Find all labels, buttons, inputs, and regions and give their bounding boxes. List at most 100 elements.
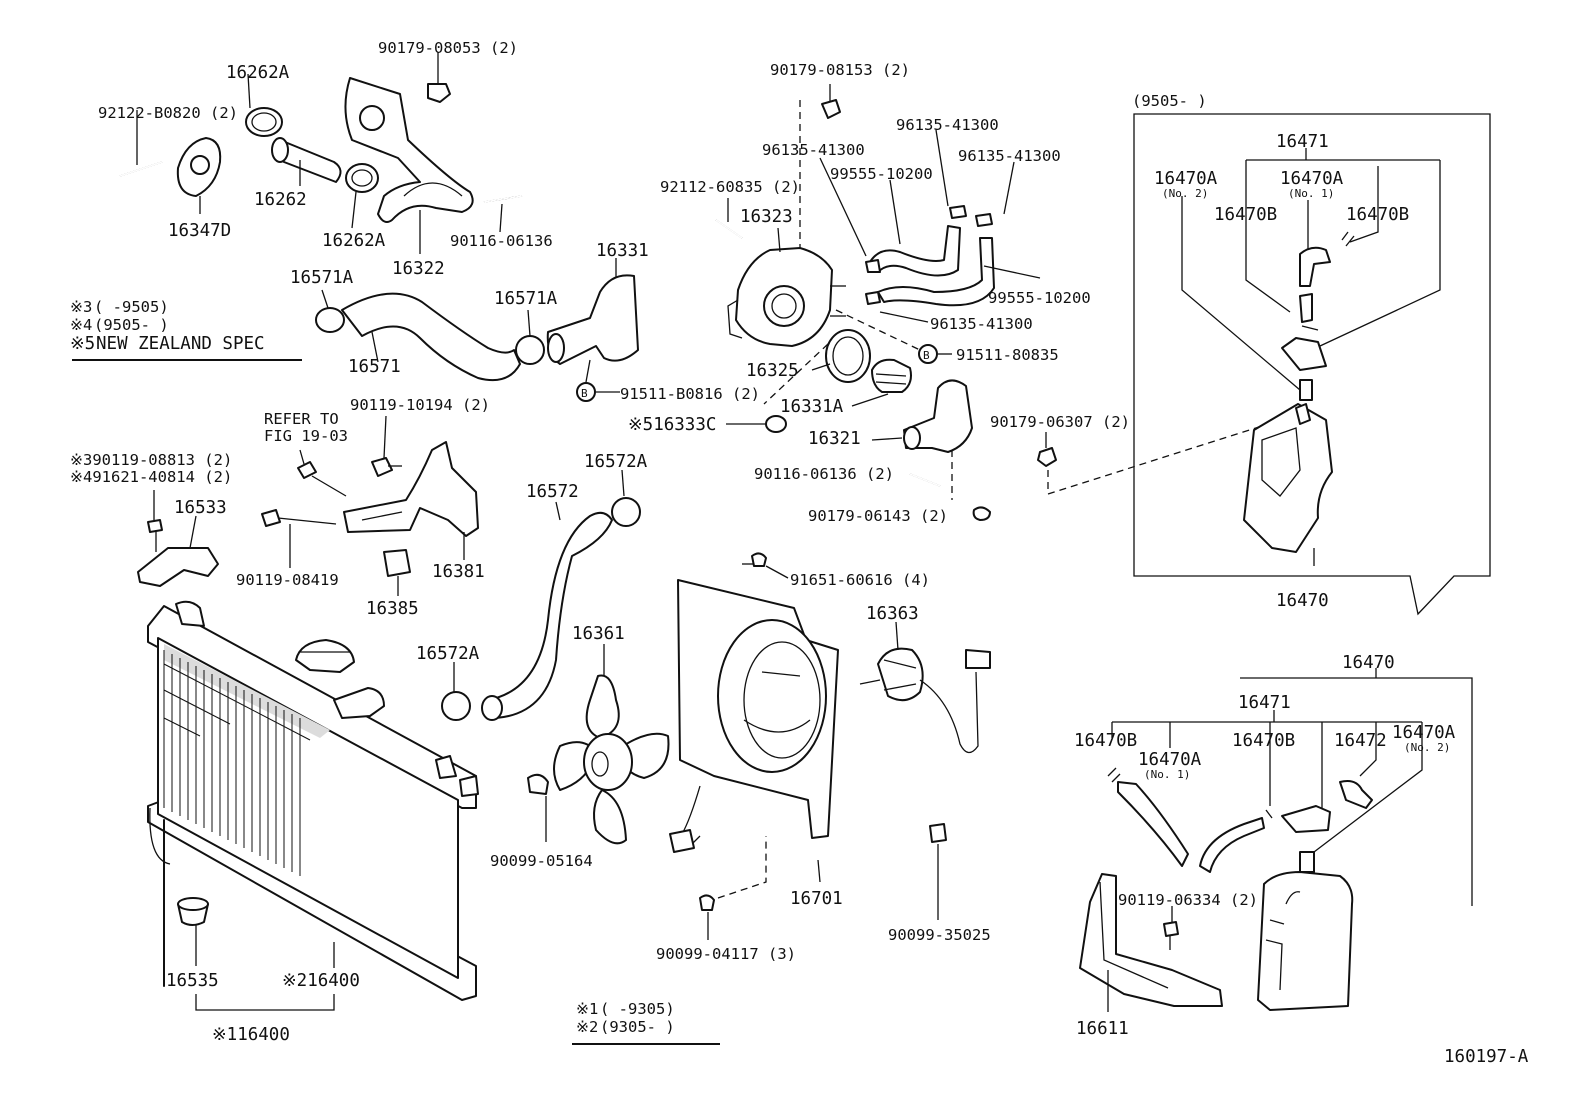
label-16262A-top: 16262A [226, 63, 290, 83]
label-91651-60616: 91651-60616 (4) [790, 571, 930, 589]
radiator-cap [295, 639, 355, 673]
label-16381: 16381 [432, 562, 485, 582]
label-16363: 16363 [866, 604, 919, 624]
motor-connector [965, 649, 991, 669]
label-inset-16470B-right: 16470B [1346, 205, 1409, 225]
label-16262A-mid: 16262A [322, 231, 386, 251]
reservoir-inset: (9505- ) [1132, 92, 1491, 616]
bolt-marker-B-right [918, 344, 938, 364]
thermostat-group: B [715, 84, 1263, 521]
clamp-96135-a [949, 205, 967, 219]
cap-16470A [1281, 337, 1327, 371]
clamp-16571A-mid [515, 335, 545, 365]
note2-mark: ※2 [576, 1018, 598, 1036]
label-96135-41300-b: 96135-41300 [896, 116, 999, 134]
note3-mark: ※3 [70, 298, 92, 316]
label-16325: 16325 [746, 361, 799, 381]
label-90116-06136-a: 90116-06136 [450, 232, 553, 250]
label-inset-16470B-left: 16470B [1214, 205, 1277, 225]
nut-90099-05164 [527, 773, 549, 795]
label-inset-16470A-no1: 16470A [1280, 169, 1344, 189]
gasket-16333C [765, 415, 787, 433]
bolt-marker-B-left [576, 382, 596, 402]
pipe-16322 [344, 77, 474, 223]
radiator-group [147, 600, 479, 1011]
label-16347D: 16347D [168, 221, 231, 241]
note1-text: ( -9305) [600, 1000, 675, 1018]
hose-16572 [487, 511, 613, 719]
label-lower-16470B-left: 16470B [1074, 731, 1137, 751]
cap-lower [1281, 805, 1331, 833]
label-16331: 16331 [596, 241, 649, 261]
label-99555-10200-a: 99555-10200 [830, 165, 933, 183]
label-16572A-top: 16572A [584, 452, 648, 472]
inset-period: (9505- ) [1132, 92, 1207, 110]
label-inset-16471: 16471 [1276, 132, 1329, 152]
fan-blade [585, 674, 620, 739]
label-inset-no1: (No. 1) [1288, 187, 1334, 200]
label-16533: 16533 [174, 498, 227, 518]
bracket-group: REFER TO FIG 19-03 [137, 410, 479, 596]
label-lower-16470A-no2: 16470A [1392, 723, 1456, 743]
label-lower-no1: (No. 1) [1144, 768, 1190, 781]
label-90179-06307: 90179-06307 (2) [990, 413, 1130, 431]
motor-16363 [877, 647, 924, 702]
label-16331A: 16331A [780, 397, 844, 417]
label-90119-08813: ※390119-08813 (2) [70, 451, 232, 469]
label-99555-10200-b: 99555-10200 [988, 289, 1091, 307]
label-16322: 16322 [392, 259, 445, 279]
hose-16472 [1339, 780, 1373, 809]
lower-hose-group: B [315, 258, 639, 402]
clamp-16572A-top [611, 497, 641, 527]
note3-text: ( -9505) [94, 298, 169, 316]
tube-16470B [1299, 246, 1331, 287]
label-16572: 16572 [526, 482, 579, 502]
radiator-core [157, 637, 459, 979]
label-90116-06136-b: 90116-06136 (2) [754, 465, 894, 483]
hose-99555-a [869, 225, 961, 277]
bracket-16533 [137, 547, 219, 587]
label-inset-16470A-no2: 16470A [1154, 169, 1218, 189]
label-16571A-mid: 16571A [494, 289, 558, 309]
label-90119-08419: 90119-08419 [236, 571, 339, 589]
label-16611: 16611 [1076, 1019, 1129, 1039]
nut-90179-08053 [427, 83, 451, 103]
label-lower-16470B-mid: 16470B [1232, 731, 1295, 751]
hose-16572-group [441, 469, 641, 721]
hose-16470A-no1 [1117, 781, 1189, 867]
outlet-16321 [903, 379, 973, 453]
bolt-90119-10194 [371, 457, 393, 477]
label-lower-16472: 16472 [1334, 731, 1387, 751]
clamp-16262A-top [245, 107, 283, 137]
label-90179-06143: 90179-06143 (2) [808, 507, 948, 525]
svg-text:B: B [923, 349, 930, 362]
label-90119-10194: 90119-10194 (2) [350, 396, 490, 414]
label-90179-08153: 90179-08153 (2) [770, 61, 910, 79]
label-16400-1: ※116400 [212, 1025, 290, 1045]
label-90099-35025: 90099-35025 [888, 926, 991, 944]
clamp-16571A-left [315, 307, 345, 333]
label-16572A-left: 16572A [416, 644, 480, 664]
refer-line1: REFER TO [264, 410, 339, 428]
label-96135-41300-d: 96135-41300 [930, 315, 1033, 333]
label-16323: 16323 [740, 207, 793, 227]
clamp-16262A-mid [345, 163, 379, 193]
label-16321: 16321 [808, 429, 861, 449]
clamp-96135-c [865, 259, 881, 273]
label-lower-16470A-no1: 16470A [1138, 750, 1202, 770]
note4-text: (9505- ) [94, 316, 169, 334]
label-16262: 16262 [254, 190, 307, 210]
label-91511-80835: 91511-80835 [956, 346, 1059, 364]
part-labels: 90179-08053 (2) 16262A 92122-B0820 (2) 1… [70, 39, 1529, 1067]
note5-mark: ※5 [70, 334, 95, 354]
label-16385: 16385 [366, 599, 419, 619]
label-90179-08053: 90179-08053 (2) [378, 39, 518, 57]
bolt-90119-06334 [1163, 921, 1179, 937]
svg-text:B: B [581, 387, 588, 400]
radiator-upper-tank [147, 605, 477, 809]
label-92112-60835: 92112-60835 (2) [660, 178, 800, 196]
label-lower-no2: (No. 2) [1404, 741, 1450, 754]
bolt-90099-04117 [699, 894, 715, 911]
bolt-90119-08813 [147, 519, 163, 533]
